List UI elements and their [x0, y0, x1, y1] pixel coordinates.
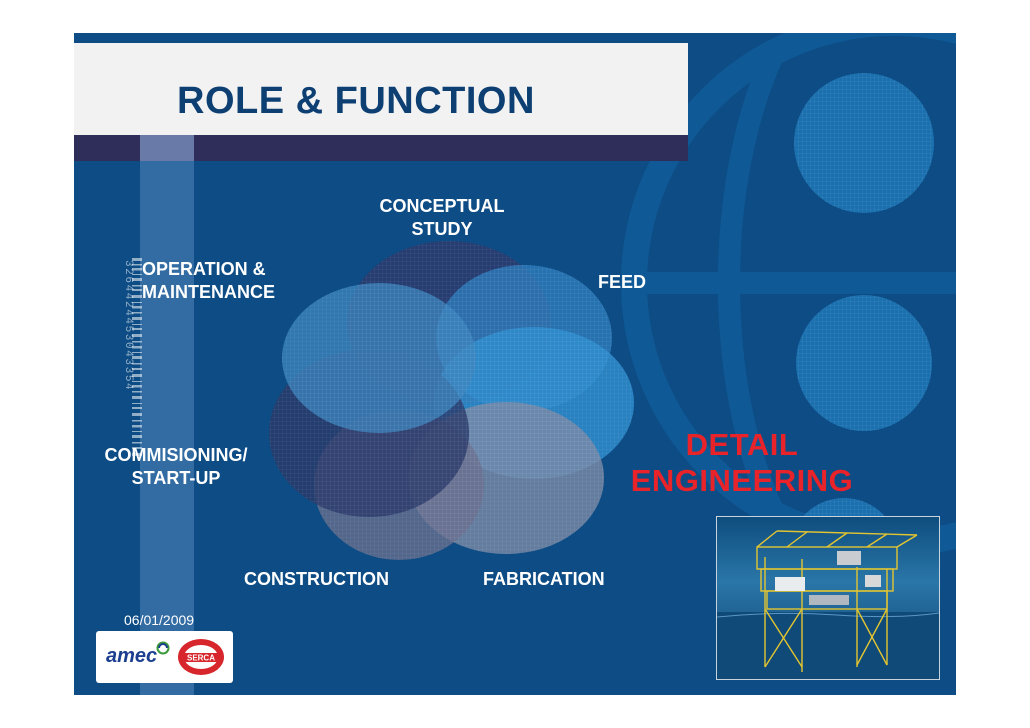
lifecycle-diagram — [269, 241, 634, 560]
barcode-digits: 3264424453043354 — [122, 260, 134, 391]
label-detail-engineering: DETAIL ENGINEERING — [630, 427, 854, 498]
label-construction: CONSTRUCTION — [244, 569, 389, 589]
title-box: ROLE & FUNCTION — [74, 43, 688, 135]
slide: ROLE & FUNCTION 3264424453043354 — [74, 33, 956, 695]
label-commissioning-start-up: COMMISIONING/ START-UP — [104, 445, 248, 488]
label-fabrication: FABRICATION — [483, 569, 605, 589]
amec-swirl-icon — [156, 641, 170, 655]
company-logos: amec SERCA — [96, 631, 233, 683]
label-feed: FEED — [598, 272, 647, 292]
phase-circle-operation — [282, 283, 476, 433]
slide-title: ROLE & FUNCTION — [177, 80, 535, 122]
slide-date: 06/01/2009 — [124, 612, 195, 628]
platform-illustration — [717, 530, 939, 679]
barcode-graphic: 3264424453043354 — [122, 258, 142, 456]
amec-logo: amec — [106, 645, 158, 667]
vertical-stripe — [140, 161, 194, 695]
label-conceptual-study: CONCEPTUAL STUDY — [379, 196, 505, 239]
label-operation-maintenance: OPERATION & MAINTENANCE — [142, 259, 275, 302]
offshore-platform-image — [716, 516, 940, 680]
title-band-accent — [140, 135, 194, 161]
serca-logo: SERCA — [178, 639, 224, 675]
svg-text:SERCA: SERCA — [187, 654, 215, 663]
